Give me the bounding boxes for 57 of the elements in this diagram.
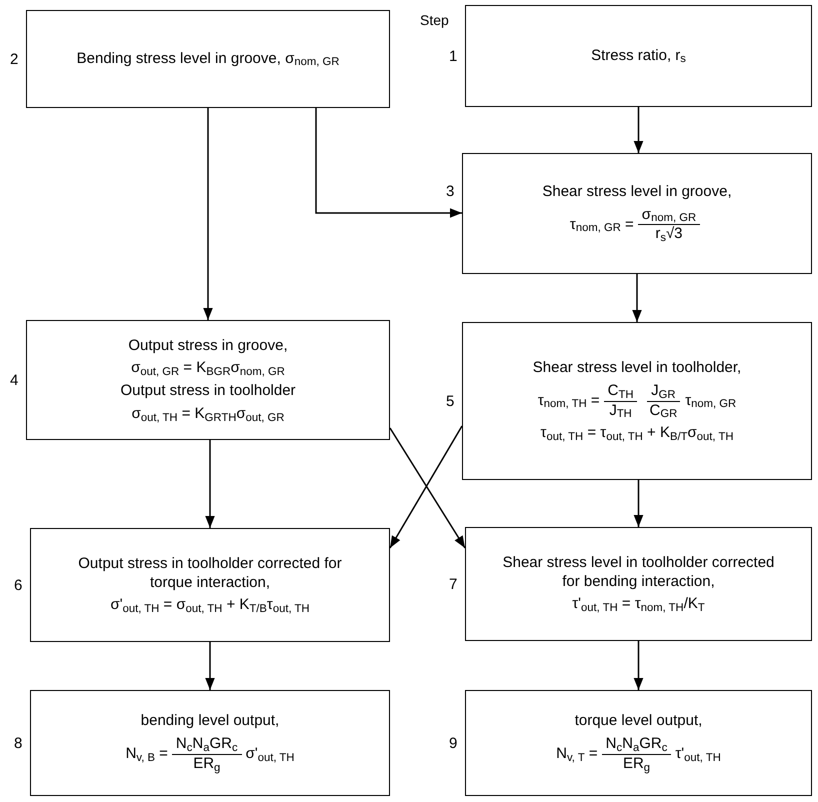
fraction-numerator: N$_{c}$N$_{a}$GR$_{c}$ <box>602 735 672 755</box>
fraction-denominator: ER$_{g}$ <box>192 754 222 774</box>
box-text: τ$_{out, TH}$ = τ$_{out, TH}$ + K$_{B/T}$σ$_{out, TH}$ <box>540 424 734 443</box>
process-box <box>30 690 390 796</box>
process-box <box>462 322 812 480</box>
fraction-numerator: C$_{TH}$ <box>604 382 638 402</box>
process-box <box>465 690 812 796</box>
arrow <box>203 108 213 320</box>
step-number: 2 <box>10 50 18 70</box>
arrow <box>634 641 644 690</box>
box-text: σ'$_{out, TH}$ = σ$_{out, TH}$ + K$_{T/B}$τ$_{out, TH}$ <box>110 596 310 616</box>
step-number: 7 <box>449 575 458 595</box>
arrow <box>205 440 215 528</box>
fraction-numerator: J$_{GR}$ <box>647 382 680 402</box>
fraction-denominator: C$_{GR}$ <box>648 402 678 420</box>
step-number: 4 <box>10 371 18 391</box>
arrow <box>634 107 644 153</box>
fraction-denominator: J$_{TH}$ <box>608 402 633 420</box>
formula-term: τ$_{nom, GR}$ <box>685 392 736 410</box>
step-number: 6 <box>14 576 22 596</box>
column-heading: Step <box>420 11 449 30</box>
arrow <box>205 642 215 690</box>
step-number: 3 <box>446 182 454 202</box>
box-text: σ$_{out, TH}$ = K$_{GRTH}$σ$_{out, GR}$ <box>132 404 284 424</box>
step-number: 9 <box>449 734 458 754</box>
process-box <box>26 320 390 440</box>
box-text: Shear stress level in toolholder, <box>532 359 742 378</box>
formula-term: τ'$_{out, TH}$ <box>675 745 721 764</box>
formula-term: τ$_{nom, GR}$ = <box>570 216 634 234</box>
process-box <box>465 5 812 107</box>
process-box <box>30 528 390 642</box>
fraction-numerator: N$_{c}$N$_{a}$GR$_{c}$ <box>172 735 242 755</box>
step-number: 1 <box>449 47 458 67</box>
formula-term: σ'$_{out, TH}$ <box>246 745 294 764</box>
step-number: 5 <box>446 392 454 412</box>
process-box <box>465 527 812 641</box>
fraction-numerator: σ$_{nom, GR}$ <box>638 206 700 226</box>
box-text: Output stress in groove, <box>128 336 288 356</box>
box-text: σ$_{out, GR}$ = K$_{BGR}$σ$_{nom, GR}$ <box>131 359 285 378</box>
box-text: Stress ratio, r$_{s}$ <box>591 46 686 66</box>
box-text: torque level output, <box>574 712 702 732</box>
step-number: 8 <box>14 734 22 754</box>
formula-term: N$_{v, B}$ = <box>126 745 168 764</box>
process-box <box>26 10 390 108</box>
box-text: bending level output, <box>140 712 280 732</box>
box-text: τ'$_{out, TH}$ = τ$_{nom, TH}$/K$_{T}$ <box>572 595 705 614</box>
box-text: Shear stress level in groove, <box>542 182 732 202</box>
arrow <box>634 480 644 527</box>
process-box <box>462 153 812 274</box>
formula-term: N$_{v, T}$ = <box>556 745 598 764</box>
box-text: Output stress in toolholder <box>120 382 296 401</box>
box-text: Bending stress level in groove, σ$_{nom, GR}$ <box>76 50 340 68</box>
fraction-denominator: r$_{s}$√3 <box>654 225 684 244</box>
formula-term: τ$_{nom, TH}$ = <box>538 392 600 410</box>
fraction-denominator: ER$_{g}$ <box>622 754 652 774</box>
arrow <box>632 274 642 322</box>
arrow <box>315 108 462 218</box>
